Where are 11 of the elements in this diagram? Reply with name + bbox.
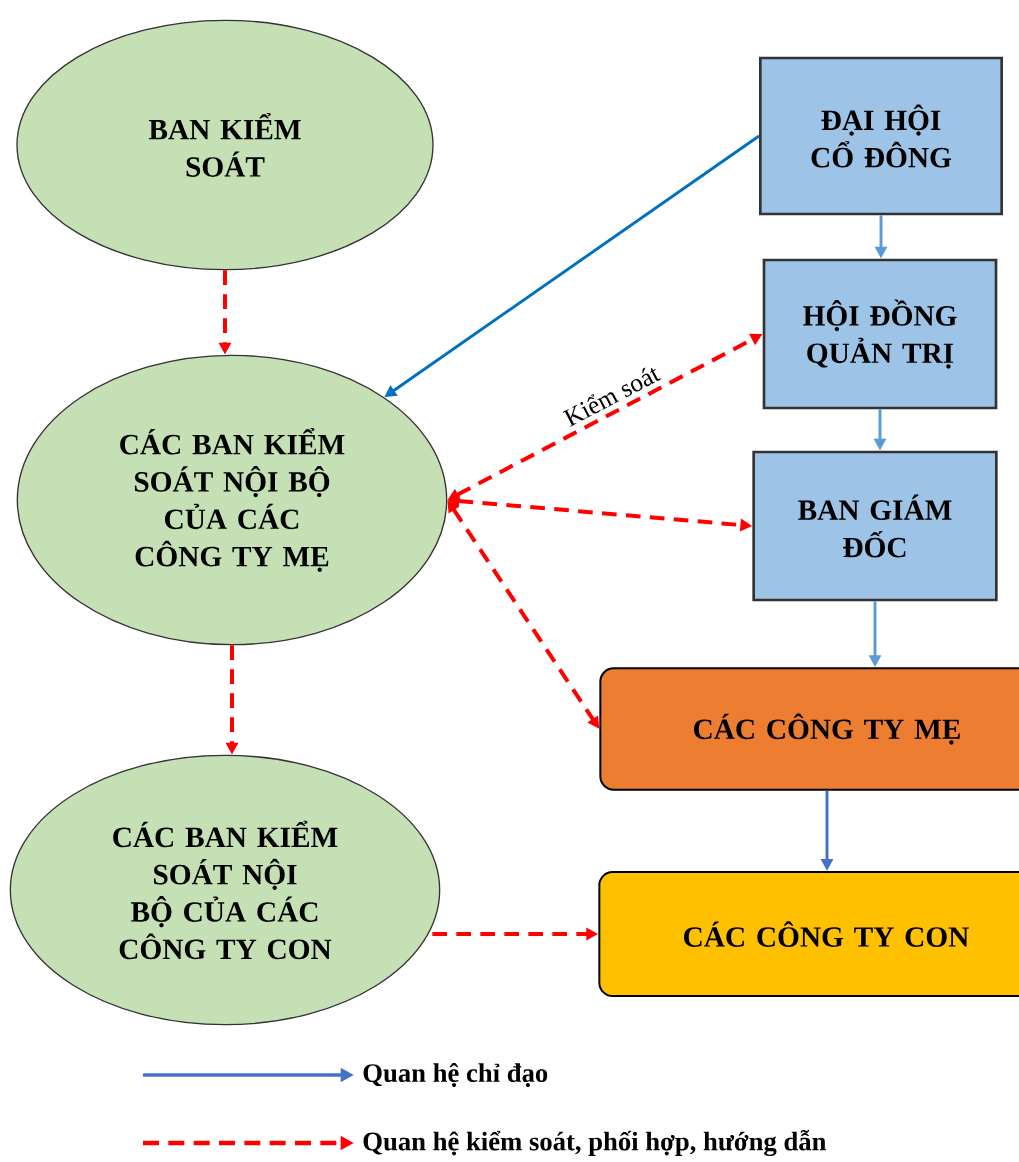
oval-node: CÁC BAN KIỂM SOÁT NỘI BỘ CỦA CÁC CÔNG TY CON [9, 754, 441, 1026]
rounded-box: CÁC CÔNG TY CON [598, 871, 1019, 997]
rounded-box: CÁC CÔNG TY MẸ [599, 667, 1019, 791]
process-box: HỘI ĐỒNG QUẢN TRỊ [762, 258, 998, 410]
edge-label: Kiểm soát [559, 360, 664, 430]
process-box: BAN GIÁM ĐỐC [752, 450, 998, 602]
oval-node: BAN KIỂM SOÁT [16, 19, 434, 271]
legend-text: Quan hệ kiểm soát, phối hợp, hướng dẫn [363, 1129, 827, 1157]
legend-text: Quan hệ chỉ đạo [363, 1063, 548, 1087]
oval-node: CÁC BAN KIỂM SOÁT NỘI BỘ CỦA CÁC CÔNG TY MẸ [16, 354, 448, 646]
process-box: ĐẠI HỘI CỔ ĐÔNG [759, 56, 1003, 216]
